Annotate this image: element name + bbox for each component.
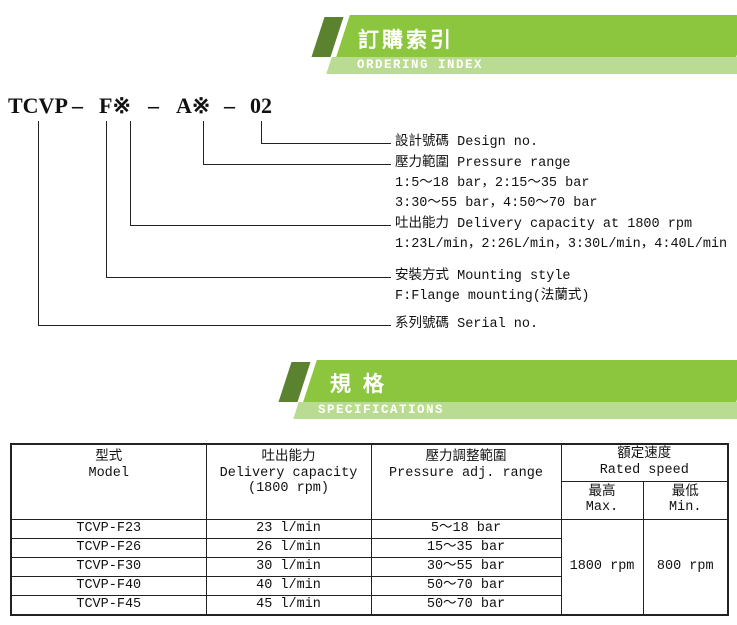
connector-serial-no <box>38 121 391 326</box>
cell-delivery: 30 l/min <box>205 556 372 577</box>
code-pressure-segment: A※ <box>176 93 211 118</box>
model-code: TCVP – F※ – A※ – 02 <box>0 93 737 121</box>
cell-delivery: 26 l/min <box>205 537 372 558</box>
spec-banner-title: 規 格 <box>330 373 387 396</box>
callout-serial-line1: 系列號碼 Serial no. <box>395 317 539 332</box>
cell-pressure: 50～70 bar <box>370 575 562 596</box>
cell-model: TCVP-F26 <box>10 537 207 558</box>
cell-rated-max: 1800 rpm <box>560 518 644 615</box>
table-row: TCVP-F30 30 l/min 30～55 bar <box>10 556 728 577</box>
col-header-model-zh: 型式 <box>95 450 123 465</box>
col-header-speed-zh: 額定速度 <box>617 447 672 463</box>
col-header-min-en: Min. <box>669 500 702 515</box>
cell-pressure: 5～18 bar <box>370 518 562 539</box>
header-row-1: 型式 Model 吐出能力 Delivery capacity (1800 rp… <box>10 443 729 520</box>
callout-mounting-style: 安裝方式 Mounting style F:Flange mounting(法蘭… <box>395 267 589 307</box>
col-header-model-en: Model <box>88 465 129 481</box>
cell-delivery: 23 l/min <box>205 518 372 539</box>
callout-serial-no: 系列號碼 Serial no. <box>395 315 538 335</box>
cell-rated-min: 800 rpm <box>642 518 729 615</box>
callout-design-line1: 設計號碼 Design no. <box>395 135 539 150</box>
callout-mounting-line2: F:Flange mounting(法蘭式) <box>395 289 590 304</box>
col-header-delivery-zh: 吐出能力 <box>261 450 316 465</box>
col-header-pressure-zh: 壓力調整範圍 <box>425 450 507 465</box>
callout-pressure-line3: 3:30～55 bar，4:50～70 bar <box>395 196 598 211</box>
callout-pressure-line2: 1:5～18 bar，2:15～35 bar <box>395 176 590 191</box>
cell-model: TCVP-F30 <box>10 556 207 577</box>
col-header-max-zh: 最高 <box>588 484 616 500</box>
callout-delivery-line2: 1:23L/min，2:26L/min，3:30L/min，4:40L/min <box>395 237 728 252</box>
cell-model: TCVP-F23 <box>10 518 207 539</box>
ordering-banner-subtitle: ORDERING INDEX <box>357 58 484 72</box>
connector-delivery <box>130 121 391 226</box>
connector-pressure <box>203 121 391 165</box>
header-row-2: 最高 Max. 最低 Min. <box>11 480 729 520</box>
cell-model: TCVP-F45 <box>10 594 207 615</box>
table-row: TCVP-F45 45 l/min 50～70 bar <box>10 594 728 615</box>
cell-delivery: 45 l/min <box>205 594 372 615</box>
cell-pressure: 50～70 bar <box>370 594 562 615</box>
col-header-pressure-en: Pressure adj. range <box>389 465 543 481</box>
callout-mounting-line1: 安裝方式 Mounting style <box>395 269 571 284</box>
col-header-rated-speed: 額定速度 Rated speed <box>560 443 729 482</box>
ordering-banner-title: 訂購索引 <box>358 29 454 52</box>
code-mounting-segment: F※ <box>99 93 131 118</box>
spec-banner-subtitle: SPECIFICATIONS <box>318 403 445 417</box>
callout-pressure-range: 壓力範圍 Pressure range 1:5～18 bar，2:15～35 b… <box>395 154 598 214</box>
col-header-max: 最高 Max. <box>560 480 644 520</box>
callout-design-no: 設計號碼 Design no. <box>395 133 538 153</box>
cell-pressure: 30～55 bar <box>370 556 562 577</box>
spec-table: 型式 Model 吐出能力 Delivery capacity (1800 rp… <box>10 443 729 616</box>
table-row: TCVP-F40 40 l/min 50～70 bar <box>10 575 728 596</box>
connector-design-no <box>261 121 391 144</box>
cell-model: TCVP-F40 <box>10 575 207 596</box>
col-header-delivery-en: Delivery capacity <box>219 465 358 481</box>
callout-pressure-line1: 壓力範圍 Pressure range <box>395 156 571 171</box>
col-header-min: 最低 Min. <box>642 480 729 520</box>
code-design-segment: 02 <box>250 93 272 118</box>
cell-pressure: 15～35 bar <box>370 537 562 558</box>
col-header-pressure: 壓力調整範圍 Pressure adj. range <box>370 443 562 520</box>
code-dash-1: – <box>72 93 83 118</box>
code-dash-3: – <box>224 93 235 118</box>
col-header-delivery: 吐出能力 Delivery capacity (1800 rpm) <box>205 443 372 520</box>
col-header-model: 型式 Model <box>10 443 207 520</box>
col-header-min-zh: 最低 <box>671 484 699 500</box>
col-header-speed-en: Rated speed <box>599 462 689 478</box>
table-row: TCVP-F23 23 l/min 5～18 bar 1800 rpm 800 … <box>10 518 729 615</box>
callout-delivery-line1: 吐出能力 Delivery capacity at 1800 rpm <box>395 217 693 232</box>
connector-mounting <box>106 121 391 278</box>
col-header-max-en: Max. <box>585 500 619 515</box>
col-header-delivery-en2: (1800 rpm) <box>247 481 329 496</box>
callout-delivery-capacity: 吐出能力 Delivery capacity at 1800 rpm 1:23L… <box>395 215 727 255</box>
cell-delivery: 40 l/min <box>205 575 372 596</box>
code-dash-2: – <box>148 93 159 118</box>
code-series-segment: TCVP <box>8 93 68 118</box>
